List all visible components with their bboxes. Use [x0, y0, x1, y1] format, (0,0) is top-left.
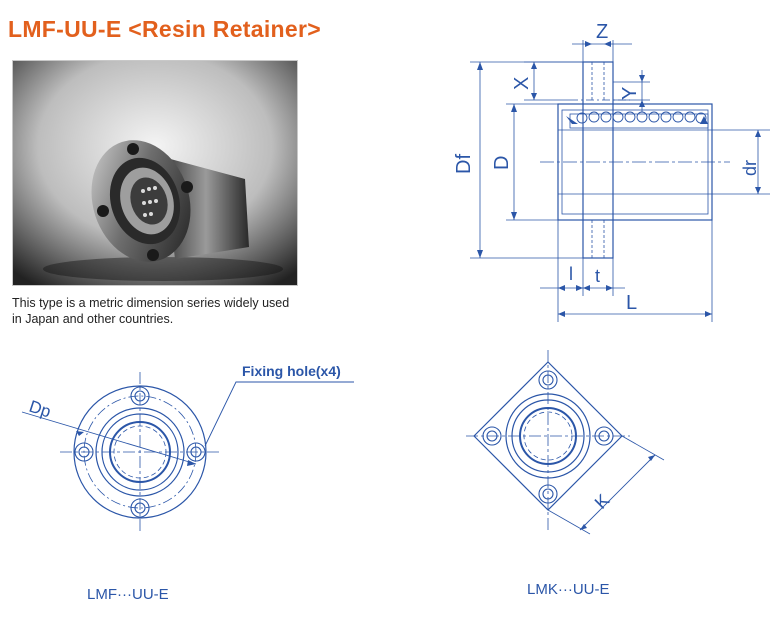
product-description: This type is a metric dimension series w…: [12, 295, 312, 327]
fixing-hole-label: Fixing hole(x4): [242, 363, 341, 379]
lmf-caption: LMF···UU-E: [87, 586, 169, 603]
description-line-1: This type is a metric dimension series w…: [12, 296, 290, 310]
dim-label-x: X: [511, 77, 533, 90]
dim-label-d: D: [491, 156, 513, 170]
product-photo: [12, 60, 298, 286]
dim-label-l-total: L: [626, 292, 637, 314]
side-view-drawing: [470, 40, 770, 322]
round-flange-drawing: [21, 372, 354, 532]
dim-label-l-small: l: [569, 264, 573, 284]
dim-label-dp: Dp: [27, 397, 54, 422]
square-flange-drawing: [466, 350, 665, 535]
lmk-caption: LMK···UU-E: [527, 581, 610, 598]
dim-label-z: Z: [596, 21, 608, 43]
dim-label-t: t: [595, 266, 600, 286]
description-line-2: in Japan and other countries.: [12, 312, 174, 326]
dim-label-df: Df: [453, 154, 475, 174]
dim-label-dr: dr: [740, 160, 760, 176]
dim-label-k: K: [591, 490, 614, 513]
page-title: LMF-UU-E <Resin Retainer>: [8, 16, 321, 42]
dim-label-y: Y: [619, 87, 641, 100]
